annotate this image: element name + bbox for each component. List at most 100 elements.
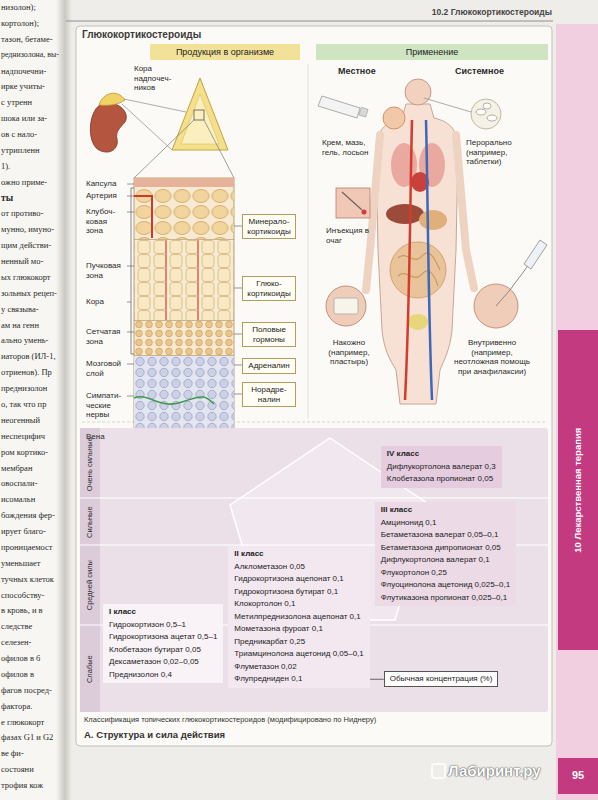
drug-entry: Клокортолон 0,1 <box>234 598 363 611</box>
cut-text-fragment: ты <box>1 193 59 204</box>
liver <box>386 204 424 224</box>
medulla-cells <box>134 356 234 428</box>
cut-text-fragment: тучных клеток <box>1 574 59 584</box>
pill-circle <box>471 99 501 129</box>
cut-text-fragment: офилов в б <box>1 653 59 663</box>
hormone-box: Половые гормоны <box>242 322 296 347</box>
header-rule <box>66 21 553 22</box>
cut-text-fragment: ненный мо- <box>1 256 59 266</box>
gutter-shadow <box>56 0 72 800</box>
axis-column <box>80 428 100 712</box>
running-header: 10.2 Глюкокортикостероиды <box>300 7 552 17</box>
drug-entry: Флукортолон 0,25 <box>381 567 510 580</box>
cut-text-fragment: 1). <box>1 161 59 171</box>
injection-skin <box>336 188 370 218</box>
chapter-strip <box>556 24 598 800</box>
cut-text-fragment: преднизолон <box>1 383 59 393</box>
class-group: II классАлклометазон 0,05Гидрокортизона … <box>228 546 369 688</box>
cut-text-fragment: зольных рецеп- <box>1 288 59 298</box>
axis-label: Сильные <box>86 501 94 542</box>
cut-text-fragment: о, так что пр <box>1 399 59 409</box>
cut-text-fragment: ожно приме- <box>1 177 59 187</box>
box-text: Обычная концентрация (%) <box>390 673 493 685</box>
drug-entry: Флуметазон 0,02 <box>234 661 363 674</box>
cut-text-fragment: надпочечни- <box>1 66 59 76</box>
cut-text-fragment: ально умень- <box>1 335 59 345</box>
cut-text-fragment: утрипленн <box>1 145 59 155</box>
zoom-line <box>134 120 234 178</box>
cut-text-fragment: неогенный <box>1 415 59 425</box>
cut-text-fragment: овоспали- <box>1 478 59 488</box>
part-label: Кора надпочеч-ников <box>134 64 176 93</box>
cut-text-fragment: иаторов (ИЛ-1, <box>1 351 59 361</box>
box-text: Применение <box>316 44 548 60</box>
cut-text-fragment: уменьшает <box>1 558 59 568</box>
hormone-box: Норадре-налин <box>242 382 296 407</box>
class-group: III классАмцинонид 0,1Бетаметазона валер… <box>375 502 516 606</box>
cut-text-fragment: мембран <box>1 463 59 473</box>
watermark-logo <box>432 764 445 778</box>
drug-entry: Амцинонид 0,1 <box>381 517 510 530</box>
drug-entry: Мометазона фуроат 0,1 <box>234 623 363 636</box>
class-group: IV классДифлукортолона валерат 0,3Клобет… <box>381 446 502 488</box>
pills <box>476 103 497 121</box>
cream-tube <box>318 96 360 118</box>
box-text: Адреналин <box>246 361 292 371</box>
drug-entry: Преднизолон 0,4 <box>109 669 217 682</box>
watermark: Лабиринт.ру <box>448 762 541 780</box>
route-label: Инъекция в очаг <box>326 226 378 245</box>
iv-tube <box>496 265 528 306</box>
route-label: Перорально (например, таблетки) <box>466 138 530 167</box>
vein-line <box>426 120 432 400</box>
drug-entry: Клобетазон бутират 0,05 <box>109 644 217 657</box>
route-label: Крем, мазь, гель, лосьон <box>322 138 372 157</box>
chapter-label: 10 Лекарственная терапия <box>573 333 583 647</box>
drug-entry: Бетаметазона дипропионат 0,05 <box>381 542 510 555</box>
cut-text-fragment: отриенов). Пр <box>1 367 59 377</box>
hormone-box: Адреналин <box>242 358 296 374</box>
drug-entry: Бетаметазона валерат 0,05–0,1 <box>381 529 510 542</box>
part-label: Симпати-ческие нервы <box>86 391 126 420</box>
header-band: Продукция в организме <box>150 44 300 60</box>
drug-entry: Дифлукортолона валерат 0,3 <box>387 461 496 474</box>
cut-text-fragment: состояни <box>1 764 59 774</box>
cut-text-fragment: ром кортико- <box>1 447 59 457</box>
cut-text-fragment: ов с нало- <box>1 129 59 139</box>
cut-text-fragment: низолон); <box>1 2 59 12</box>
drug-entry: Гидрокортизон 0,5–1 <box>109 619 217 632</box>
drug-entry: Клобетазола пропионат 0,05 <box>387 473 496 486</box>
zona-fasciculata <box>134 240 234 320</box>
part-label: Мозговой слой <box>86 359 126 378</box>
sympathetic-nerve <box>134 397 214 404</box>
cut-text-fragment: трофия кож <box>1 780 59 790</box>
part-label: Артерия <box>86 191 126 201</box>
drug-entry: Гидрокортизона ацепонат 0,1 <box>234 573 363 586</box>
intestine <box>390 242 446 298</box>
tissue-block <box>134 178 234 446</box>
cut-text-fragment: фактора. <box>1 701 59 711</box>
cut-text-fragment: в кровь, и в <box>1 605 59 615</box>
cut-text-fragment: щим действи- <box>1 240 59 250</box>
zona-glomerulosa <box>134 187 234 239</box>
part-label: Клубоч-ковая зона <box>86 207 126 236</box>
capsule <box>134 178 234 187</box>
class-heading: II класс <box>234 548 363 561</box>
box-text: Глюко-кортикоиды <box>246 279 292 298</box>
zoom-square <box>194 110 204 120</box>
axis-label: Слабые <box>86 628 94 709</box>
cut-text-fragment: проницаемост <box>1 542 59 552</box>
chart-ground <box>80 428 548 712</box>
patch-circle <box>326 286 366 326</box>
cut-text-fragment: ирке учиты- <box>1 81 59 91</box>
class-heading: IV класс <box>387 448 496 461</box>
patch <box>334 298 358 314</box>
figure-title: Глюкокортикостероиды <box>82 29 201 41</box>
intestine-loops <box>398 253 440 286</box>
axis-label: Средней силы <box>86 548 94 622</box>
cut-text-fragment: от противо- <box>1 208 59 218</box>
cut-text-fragment: ых глюкокорт <box>1 272 59 282</box>
cut-text-fragment: ирует благо- <box>1 526 59 536</box>
zone-boundary <box>134 240 234 356</box>
figure-frame <box>76 26 552 746</box>
cut-text-fragment: бождения фер- <box>1 510 59 520</box>
